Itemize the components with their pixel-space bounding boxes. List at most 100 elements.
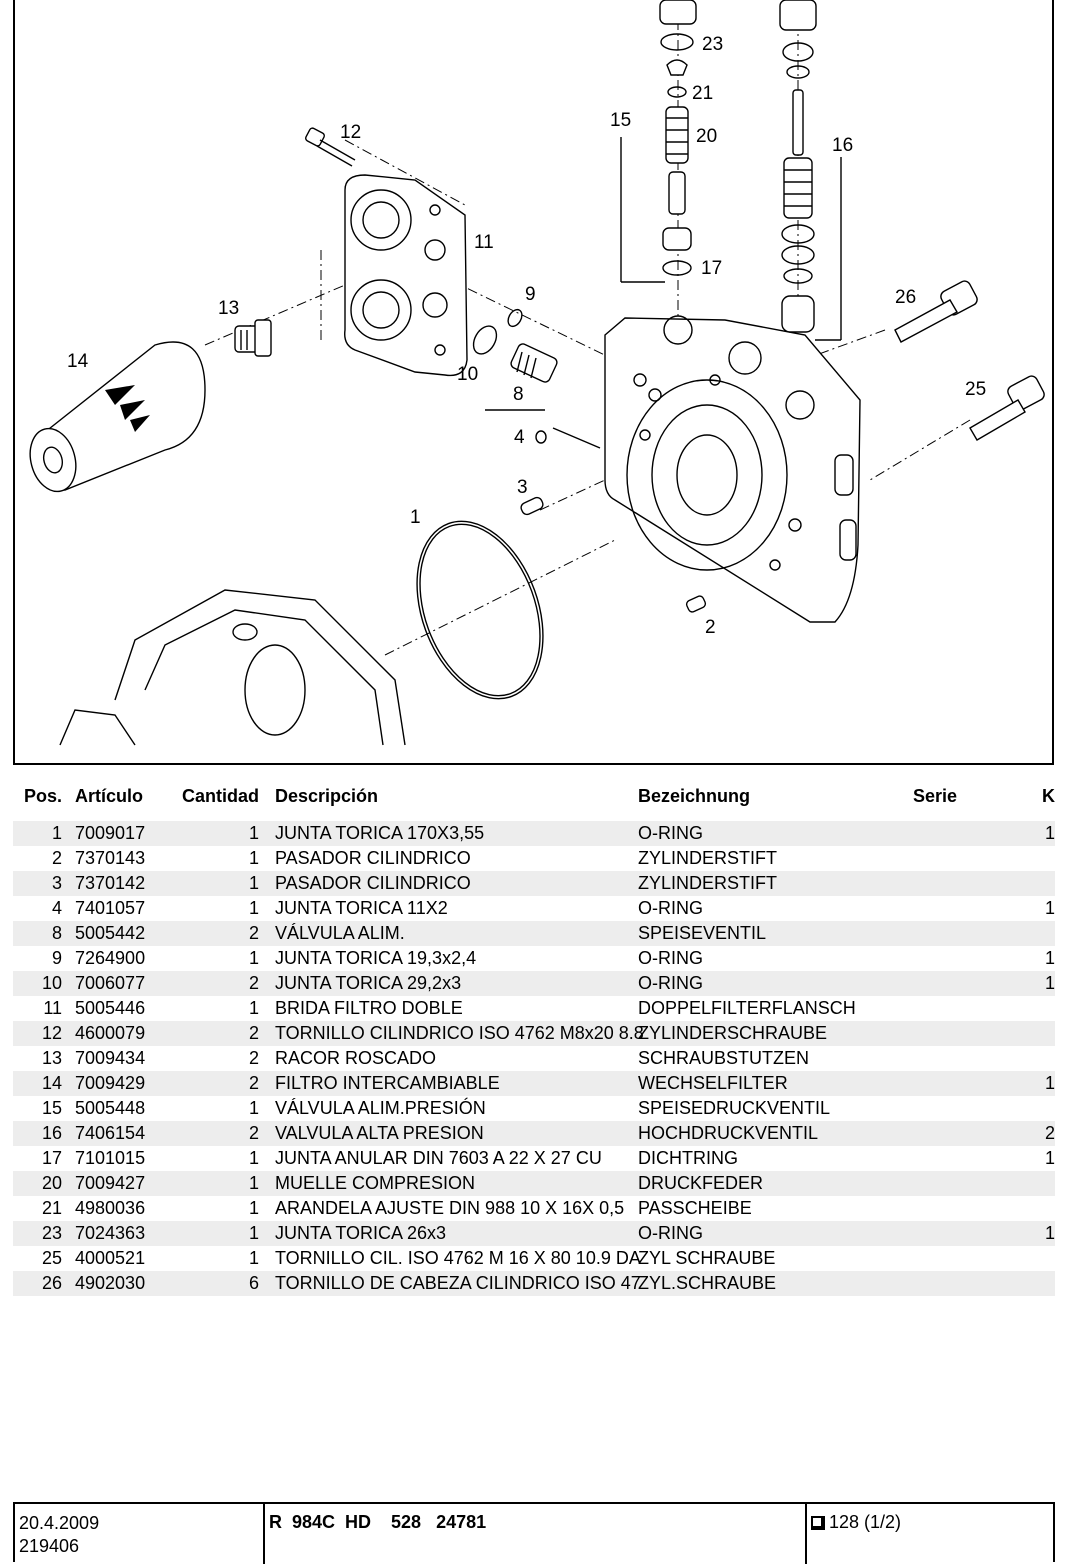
cylinder-pin-3 bbox=[520, 496, 544, 516]
cell-pos: 26 bbox=[41, 1273, 62, 1293]
valve-housing bbox=[604, 315, 861, 623]
footer-page-cell: 128 (1/2) bbox=[807, 1504, 1053, 1564]
cell-bez: DOPPELFILTERFLANSCH bbox=[638, 998, 856, 1018]
page-footer: 20.4.2009 219406 R 984C HD 528 24781 128… bbox=[13, 1502, 1055, 1564]
cell-art: 7009427 bbox=[75, 1173, 146, 1193]
cell-pos: 25 bbox=[41, 1248, 62, 1268]
cell-art: 7370142 bbox=[75, 873, 146, 893]
cell-bez: O-RING bbox=[638, 948, 703, 968]
checkbox-icon bbox=[811, 1516, 825, 1530]
cell-bez: O-RING bbox=[638, 823, 703, 843]
cell-bez: ZYL.SCHRAUBE bbox=[638, 1273, 777, 1293]
cell-qty: 2 bbox=[248, 923, 259, 943]
cell-k: 1 bbox=[1044, 1148, 1055, 1168]
cell-bez: O-RING bbox=[638, 1223, 703, 1243]
double-filter-flange bbox=[344, 174, 468, 377]
cell-pos: 14 bbox=[41, 1073, 62, 1093]
cell-bez: ZYLINDERSTIFT bbox=[638, 848, 778, 868]
gearbox-housing-fragment bbox=[59, 589, 406, 746]
cell-qty: 1 bbox=[248, 1098, 259, 1118]
cell-art: 7401057 bbox=[75, 898, 146, 918]
cell-desc: PASADOR CILINDRICO bbox=[275, 848, 471, 868]
callout-23: 23 bbox=[702, 34, 723, 55]
callout-10: 10 bbox=[457, 364, 478, 385]
cell-desc: VÁLVULA ALIM. bbox=[275, 923, 405, 943]
cell-qty: 1 bbox=[248, 848, 259, 868]
cell-k: 1 bbox=[1044, 1073, 1055, 1093]
cell-qty: 1 bbox=[248, 1223, 259, 1243]
cell-desc: JUNTA TORICA 19,3x2,4 bbox=[275, 948, 477, 968]
cell-k: 1 bbox=[1044, 898, 1055, 918]
cell-k: 1 bbox=[1044, 973, 1055, 993]
cell-qty: 1 bbox=[248, 948, 259, 968]
cell-qty: 2 bbox=[248, 973, 259, 993]
cell-art: 7024363 bbox=[75, 1223, 146, 1243]
cell-art: 7009429 bbox=[75, 1073, 146, 1093]
cell-desc: BRIDA FILTRO DOBLE bbox=[275, 998, 463, 1018]
cell-bez: ZYLINDERSCHRAUBE bbox=[638, 1023, 828, 1043]
cell-pos: 2 bbox=[51, 848, 62, 868]
cell-pos: 20 bbox=[41, 1173, 62, 1193]
high-pressure-valve bbox=[779, 0, 842, 341]
cell-desc: JUNTA ANULAR DIN 7603 A 22 X 27 CU bbox=[275, 1148, 602, 1168]
cell-pos: 15 bbox=[41, 1098, 62, 1118]
cell-pos: 3 bbox=[51, 873, 62, 893]
cell-qty: 1 bbox=[248, 873, 259, 893]
cell-k: 1 bbox=[1044, 1223, 1055, 1243]
cell-art: 4600079 bbox=[75, 1023, 146, 1043]
table-row: 2 7370143 1 PASADOR CILINDRICO ZYLINDERSTIFT bbox=[13, 846, 1055, 871]
cell-art: 7101015 bbox=[75, 1148, 146, 1168]
cell-art: 7406154 bbox=[75, 1123, 146, 1143]
cell-art: 7009017 bbox=[75, 823, 146, 843]
cell-bez: DRUCKFEDER bbox=[638, 1173, 764, 1193]
cell-desc: ARANDELA AJUSTE DIN 988 10 X 16X 0,5 bbox=[275, 1198, 625, 1218]
cell-desc: JUNTA TORICA 11X2 bbox=[275, 898, 448, 918]
cell-desc: PASADOR CILINDRICO bbox=[275, 873, 471, 893]
cell-desc: TORNILLO CIL. ISO 4762 M 16 X 80 10.9 DA bbox=[275, 1248, 641, 1268]
cell-pos: 8 bbox=[51, 923, 62, 943]
footer-model-cell: R 984C HD 528 24781 bbox=[265, 1504, 807, 1564]
cell-pos: 10 bbox=[41, 973, 62, 993]
cell-qty: 1 bbox=[248, 1248, 259, 1268]
cell-pos: 17 bbox=[41, 1148, 62, 1168]
cell-qty: 1 bbox=[248, 898, 259, 918]
callout-2: 2 bbox=[705, 617, 716, 638]
callout-21: 21 bbox=[692, 83, 713, 104]
cell-qty: 2 bbox=[248, 1023, 259, 1043]
supply-pressure-valve bbox=[620, 0, 697, 283]
callout-8: 8 bbox=[513, 384, 524, 405]
cell-desc: TORNILLO CILINDRICO ISO 4762 M8x20 8.8 bbox=[275, 1023, 644, 1043]
cell-art: 5005442 bbox=[75, 923, 146, 943]
cell-bez: DICHTRING bbox=[638, 1148, 738, 1168]
o-ring-10 bbox=[472, 325, 498, 355]
cell-art: 7370143 bbox=[75, 848, 146, 868]
header-cantidad: Cantidad bbox=[181, 786, 259, 806]
cell-pos: 4 bbox=[51, 898, 62, 918]
cell-desc: VÁLVULA ALIM.PRESIÓN bbox=[275, 1098, 486, 1118]
cell-pos: 9 bbox=[51, 948, 62, 968]
cell-qty: 2 bbox=[248, 1123, 259, 1143]
cell-desc: MUELLE COMPRESION bbox=[275, 1173, 476, 1193]
cell-qty: 1 bbox=[248, 998, 259, 1018]
bolt-25 bbox=[969, 375, 1045, 441]
callout-25: 25 bbox=[965, 379, 986, 400]
cell-bez: ZYLINDERSTIFT bbox=[638, 873, 778, 893]
cell-k: 1 bbox=[1044, 948, 1055, 968]
callout-1: 1 bbox=[410, 507, 421, 528]
cell-desc: JUNTA TORICA 170X3,55 bbox=[275, 823, 485, 843]
bolt-26 bbox=[894, 280, 978, 343]
callout-13: 13 bbox=[218, 298, 239, 319]
callout-16: 16 bbox=[832, 135, 853, 156]
cell-pos: 12 bbox=[41, 1023, 62, 1043]
cell-pos: 13 bbox=[41, 1048, 62, 1068]
